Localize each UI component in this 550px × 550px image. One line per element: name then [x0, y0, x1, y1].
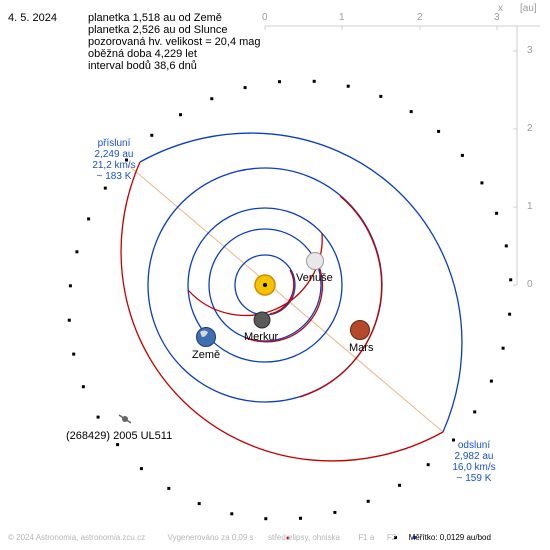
orbit-point — [426, 463, 430, 467]
unit-label: [au] — [520, 3, 537, 14]
scale-label: Měřítko: 0,0129 au/bod — [408, 533, 491, 542]
asteroid-marker — [118, 414, 132, 424]
mars-planet — [350, 320, 370, 340]
orbit-point — [509, 278, 513, 282]
orbit-point — [452, 438, 455, 442]
x-tick-2: 2 — [417, 12, 423, 23]
orbit-point-markers — [67, 79, 513, 521]
orbit-point — [96, 415, 100, 419]
asteroid-orbit-blue — [139, 132, 463, 433]
orbit-point — [264, 517, 268, 521]
y-tick-0: 0 — [527, 279, 533, 290]
mercury-orbit-red — [269, 269, 295, 315]
info-line-magnitude: pozorovaná hv. velikost = 20,4 mag — [88, 36, 261, 48]
orbit-point — [398, 483, 401, 487]
aphelion-label: odsluní 2,982 au 16,0 km/s ~ 159 K — [446, 440, 502, 484]
orbit-point — [473, 410, 477, 414]
sun — [254, 274, 276, 296]
venus-planet — [306, 252, 324, 270]
x-tick-1: 1 — [339, 12, 345, 23]
y-tick-1: 1 — [527, 201, 533, 212]
orbit-point — [243, 86, 247, 90]
orbit-point — [333, 510, 337, 514]
orbit-point — [103, 186, 107, 190]
orbit-point — [210, 97, 214, 101]
info-line-earth-distance: planetka 1,518 au od Země — [88, 12, 222, 24]
top-axis — [264, 25, 540, 30]
perihelion-speed: 21,2 km/s — [92, 160, 136, 171]
perihelion-label: přísluní 2,249 au 21,2 km/s ~ 183 K — [86, 138, 142, 182]
orbit-point — [312, 79, 316, 83]
x-tick-3: 3 — [494, 12, 500, 23]
copyright-link[interactable]: © 2024 Astronomia, astronomia.zcu.cz — [8, 533, 146, 542]
generated-time: Vygenerováno za 0,09 s — [167, 533, 254, 542]
perihelion-title: přísluní — [97, 138, 131, 149]
mars-label: Mars — [349, 342, 374, 354]
aphelion-title: odsluní — [457, 440, 491, 451]
orbit-point — [495, 211, 499, 215]
venus-label: Venuše — [296, 272, 333, 284]
legend-f2: F2 — [386, 533, 397, 542]
orbit-point — [150, 133, 154, 137]
earth-orbit — [187, 207, 343, 363]
venus-orbit — [208, 228, 322, 342]
orbit-point — [139, 467, 143, 471]
orbit-point — [489, 379, 493, 383]
orbit-point — [501, 346, 505, 350]
orbit-point — [72, 352, 76, 356]
legend-f1: F1 a — [358, 533, 375, 542]
orbit-point — [67, 318, 71, 322]
info-line-sun-distance: planetka 2,526 au od Slunce — [88, 24, 228, 36]
orbit-point — [480, 181, 484, 185]
orbit-point — [179, 113, 182, 117]
orbit-point — [508, 312, 512, 316]
legend-center-dot — [286, 536, 290, 540]
orbit-point — [116, 443, 120, 447]
asteroid-orbit-red — [120, 161, 444, 462]
earth-label: Země — [192, 349, 221, 361]
mercury-planet — [253, 311, 271, 329]
orbit-point — [437, 129, 441, 133]
orbit-point — [278, 80, 281, 84]
x-tick-0: 0 — [262, 12, 268, 23]
orbit-point — [197, 502, 201, 506]
aphelion-distance: 2,982 au — [454, 451, 494, 462]
orbit-point — [460, 153, 464, 157]
mercury-label: Merkur — [244, 331, 279, 343]
legend-f2-square — [413, 536, 416, 539]
perihelion-temp: ~ 183 K — [96, 171, 132, 182]
info-line-interval: interval bodů 38,6 dnů — [88, 60, 197, 72]
legend-f1-square — [394, 536, 397, 539]
right-axis — [513, 26, 518, 286]
orbit-point — [409, 110, 413, 114]
y-tick-2: 2 — [527, 123, 533, 134]
orbit-point — [87, 217, 91, 221]
aphelion-temp: ~ 159 K — [456, 473, 492, 484]
perihelion-distance: 2,249 au — [94, 149, 134, 160]
orbit-point — [299, 516, 302, 520]
footer: © 2024 Astronomia, astronomia.zcu.cz Vyg… — [8, 533, 491, 542]
orbit-point — [346, 84, 350, 88]
asteroid-label: (268429) 2005 UL511 — [66, 430, 173, 442]
orbit-point — [379, 94, 383, 98]
mars-orbit-red — [299, 195, 383, 398]
orbit-point — [125, 158, 128, 162]
orbit-point — [75, 250, 79, 254]
aphelion-speed: 16,0 km/s — [452, 462, 496, 473]
y-tick-3: 3 — [527, 45, 533, 56]
venus-orbit-red — [245, 263, 324, 343]
orbit-point — [504, 244, 508, 248]
info-line-period: oběžná doba 4,229 let — [88, 48, 197, 60]
date-label: 4. 5. 2024 — [8, 12, 57, 24]
x-axis-label: x — [498, 3, 503, 14]
orbit-point — [167, 486, 171, 490]
orbit-point — [366, 499, 370, 503]
orbit-point — [68, 284, 72, 288]
apsis-line — [127, 164, 444, 433]
earth-planet — [196, 327, 216, 347]
legend-center: střed elipsy, ohniska — [268, 533, 340, 542]
orbit-point — [230, 512, 234, 516]
orbit-point — [81, 385, 85, 389]
